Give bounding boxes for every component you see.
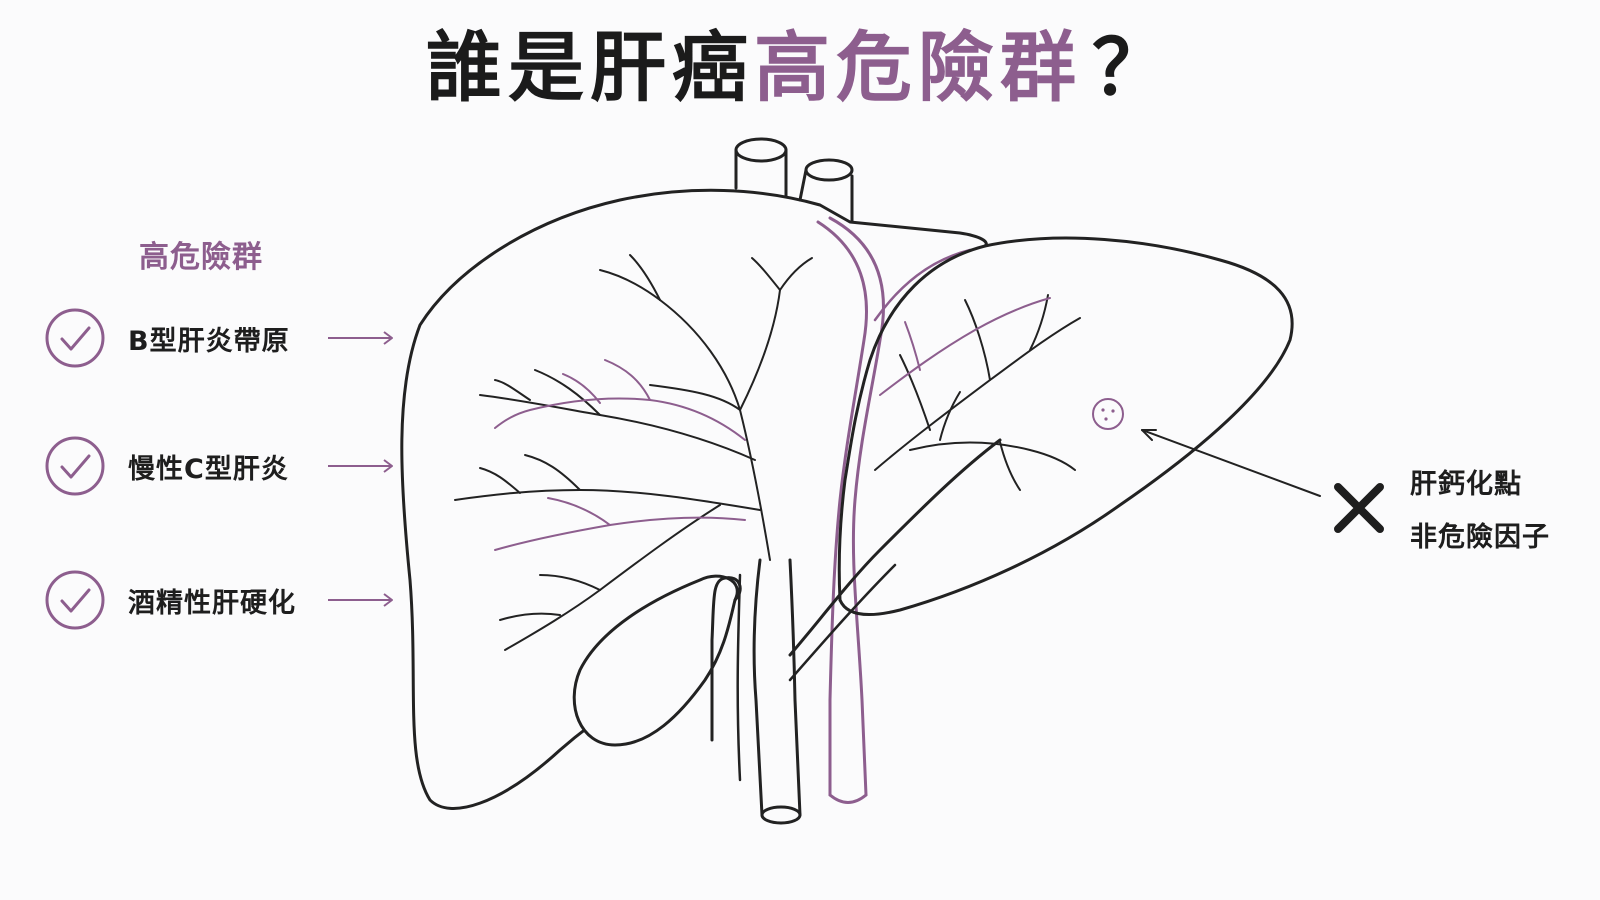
exclusion-note-line2: 非危險因子 xyxy=(1410,522,1550,553)
vessel-tree-left-lobe xyxy=(874,294,1081,491)
vena-cava-tube-1 xyxy=(734,148,788,198)
vena-cava-tube-1-top xyxy=(734,137,788,163)
title-main: 誰是肝癌 xyxy=(426,23,754,112)
gallbladder xyxy=(572,574,739,747)
risk-panel-heading: 高危險群 xyxy=(139,240,263,275)
hepatic-vein-wall xyxy=(816,220,868,797)
vessel-tree-right-lobe xyxy=(454,254,813,651)
vena-cava-tube-2-top xyxy=(804,158,854,182)
exclusion-note-line1: 肝鈣化點 xyxy=(1410,469,1522,500)
calcification-pointer-line xyxy=(1141,429,1321,497)
check-circle-icon xyxy=(45,436,105,496)
artery-branch-2 xyxy=(788,563,897,682)
exclusion-note-text: 肝鈣化點 非危險因子 xyxy=(1410,462,1550,554)
risk-item: 慢性C型肝炎 xyxy=(44,433,396,499)
hepatic-vein-branch xyxy=(873,248,972,322)
portal-vein-right xyxy=(788,558,802,817)
title-highlight: 高危險群 xyxy=(754,23,1082,112)
page-title: 誰是肝癌高危險群？ xyxy=(0,22,1600,113)
check-circle-icon xyxy=(45,308,105,368)
portal-vein-end xyxy=(760,805,802,825)
lobe-divider xyxy=(837,244,987,602)
risk-item: B型肝炎帶原 xyxy=(44,305,396,371)
vena-cava-tube-2 xyxy=(798,168,854,224)
artery-branch xyxy=(788,438,1002,657)
liver-outline xyxy=(400,188,1294,810)
calcification-pointer-head xyxy=(1141,429,1157,441)
risk-item-label: 慢性C型肝炎 xyxy=(128,453,289,485)
risk-item-label: B型肝炎帶原 xyxy=(128,325,290,357)
arrow-right-icon xyxy=(328,459,393,473)
risk-item: 酒精性肝硬化 xyxy=(44,567,396,633)
arrow-right-icon xyxy=(328,593,393,607)
exclusion-note: 肝鈣化點 非危險因子 xyxy=(1330,462,1550,554)
title-question-mark: ？ xyxy=(1092,23,1174,112)
x-mark-icon xyxy=(1334,483,1384,533)
risk-item-label: 酒精性肝硬化 xyxy=(128,587,296,619)
bile-duct xyxy=(736,573,742,782)
calcification-spot xyxy=(1092,398,1124,430)
arrow-right-icon xyxy=(328,331,393,345)
vessel-tree-purple xyxy=(494,359,746,551)
check-circle-icon xyxy=(45,570,105,630)
portal-vein-left xyxy=(752,558,764,817)
hepatic-vein-end xyxy=(828,793,868,804)
vessel-tree-left-purple xyxy=(879,297,1051,396)
